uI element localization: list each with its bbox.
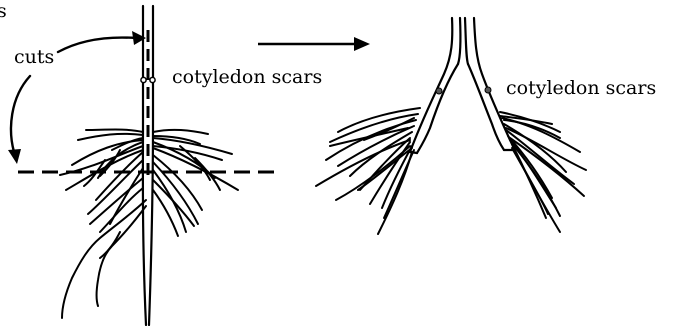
cotyledon-scars-label-right: cotyledon scars [506,77,656,99]
clipped-label-fragment: s [0,0,7,22]
split-stem [410,18,514,153]
transition-arrow [258,37,370,51]
split-seedling [316,18,586,234]
cotyledon-scars-label-left: cotyledon scars [172,66,322,88]
intact-seedling [18,6,278,325]
lateral-roots-left [60,130,238,319]
cuts-label: cuts [14,46,54,68]
lateral-roots-right-right-half [500,112,586,232]
lateral-roots-right-left-half [316,108,420,234]
